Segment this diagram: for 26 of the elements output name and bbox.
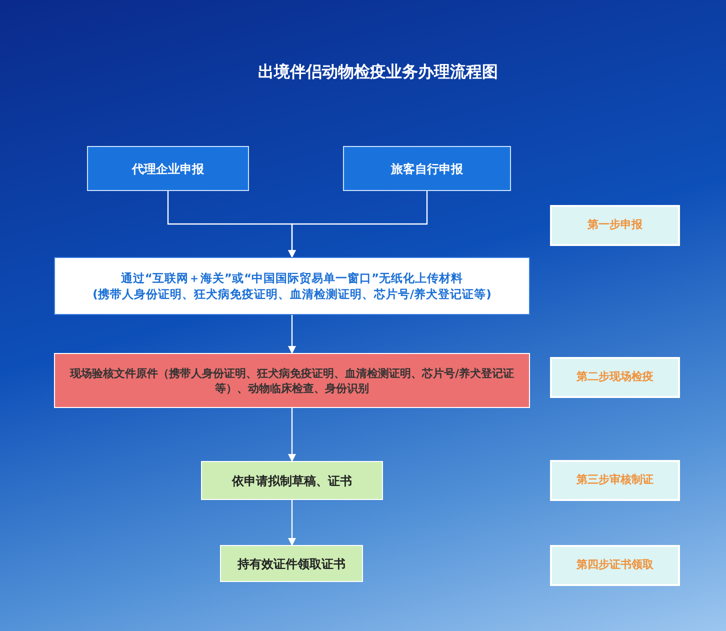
node-text: 通过“互联网＋海关”或“中国国际贸易单一窗口”无纸化上传材料 bbox=[120, 270, 464, 286]
connector-arrow bbox=[288, 315, 296, 354]
node-text: 旅客自行申报 bbox=[391, 160, 463, 178]
diagram-title: 出境伴侣动物检疫业务办理流程图 bbox=[257, 61, 499, 83]
connector-arrow bbox=[288, 500, 296, 546]
step-label-box bbox=[550, 205, 680, 246]
step-label-box bbox=[550, 545, 680, 586]
process-box bbox=[87, 146, 249, 191]
node-text: 代理企业申报 bbox=[132, 160, 204, 178]
process-box bbox=[54, 353, 530, 408]
node-text: 第四步证书领取 bbox=[576, 557, 654, 574]
node-text: 现场验核文件原件（携带人身份证明、狂犬病免疫证明、血清检测证明、芯片号/养犬登记证等）、动物临床检查、身份识别 bbox=[68, 366, 516, 396]
process-box bbox=[343, 146, 511, 191]
node-text: 第一步申报 bbox=[588, 217, 642, 234]
node-text: 第二步现场检疫 bbox=[576, 369, 654, 386]
process-box bbox=[220, 545, 363, 582]
node-text: 第三步审核制证 bbox=[576, 472, 654, 488]
step-label-box bbox=[550, 357, 680, 398]
step-label-box bbox=[550, 460, 680, 501]
node-text: 依申请拟制草稿、证书 bbox=[232, 472, 352, 490]
connector-arrow bbox=[288, 408, 296, 462]
node-text: 持有效证件领取证书 bbox=[238, 556, 346, 572]
process-box bbox=[201, 461, 383, 500]
connector-arrow bbox=[288, 191, 428, 258]
process-box bbox=[54, 257, 530, 315]
node-text: (携带人身份证明、狂犬病免疫证明、血清检测证明、芯片号/养犬登记证等) bbox=[92, 286, 492, 302]
